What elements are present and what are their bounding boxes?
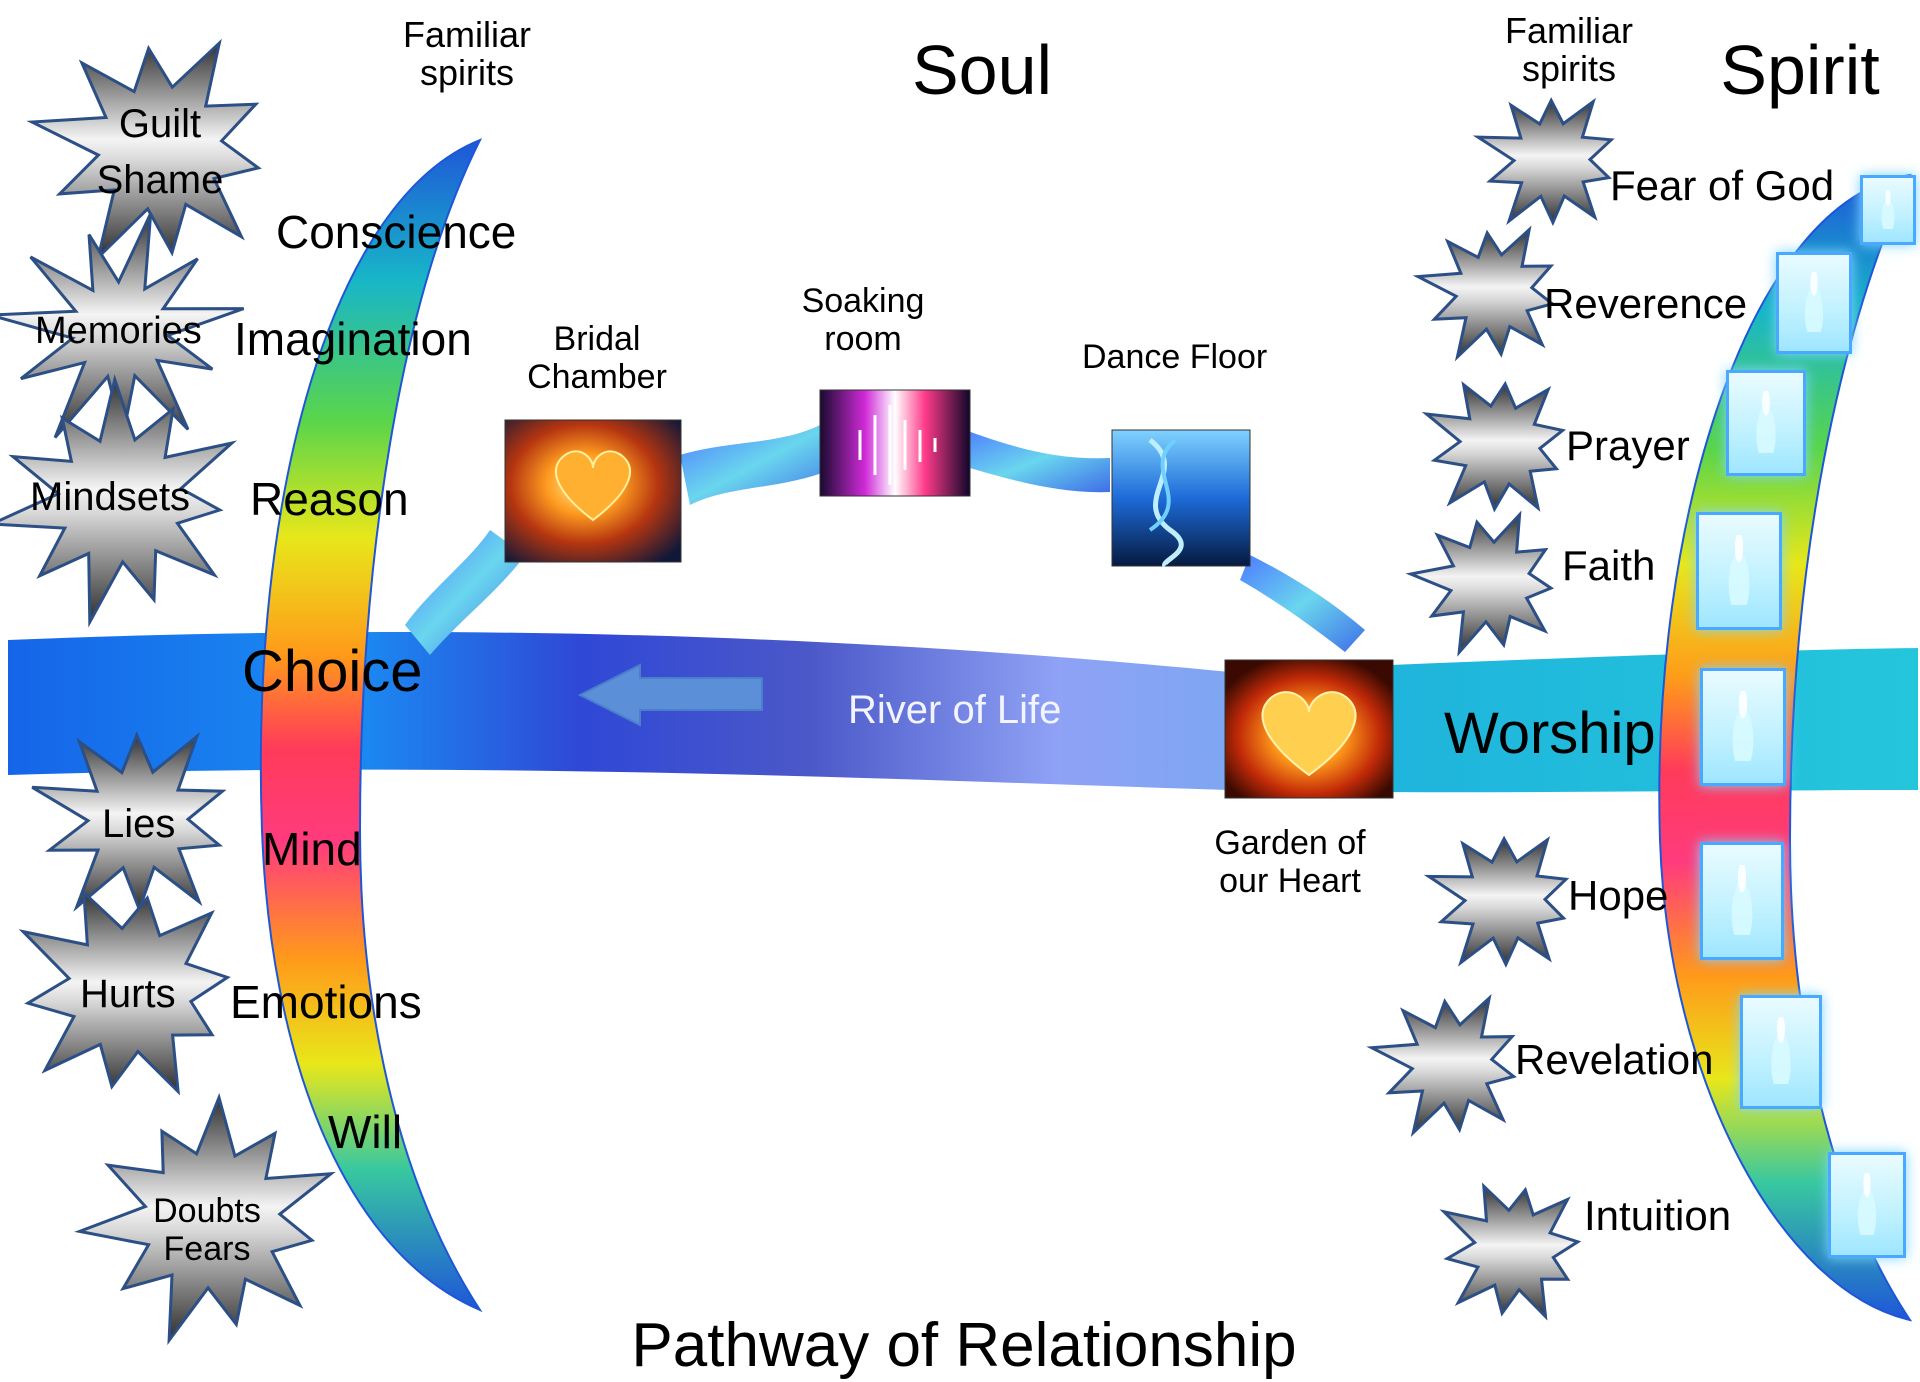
- star-label-lies: Lies: [102, 802, 176, 846]
- stars-layer: [0, 38, 1615, 1346]
- door-figure-icon: [1740, 995, 1822, 1109]
- soul-title: Soul: [911, 31, 1053, 109]
- ribbon-soaking-dance: [960, 430, 1110, 493]
- faculty-choice: Choice: [242, 639, 423, 704]
- familiar-spirits-right-label: Familiar spirits: [1504, 10, 1633, 89]
- ribbon-bridal-soaking: [680, 425, 830, 505]
- door-figure-icon: [1828, 1152, 1906, 1258]
- burst-star-icon: [0, 374, 238, 628]
- virtue-reverence: Reverence: [1544, 280, 1748, 327]
- spirit-title: Spirit: [1720, 31, 1880, 109]
- burst-star-icon: [1472, 97, 1615, 227]
- faculty-reason: Reason: [250, 473, 409, 525]
- room-bridal-chamber-label: Bridal Chamber: [527, 320, 667, 396]
- burst-star-icon: [1405, 510, 1555, 657]
- star-label-doubts-fears: Doubts Fears: [153, 1192, 261, 1268]
- worship-label: Worship: [1444, 701, 1656, 766]
- burst-star-icon: [1412, 225, 1556, 362]
- star-label-memories: Memories: [35, 310, 202, 352]
- star-label-hurts: Hurts: [80, 972, 176, 1016]
- burst-star-icon: [1421, 380, 1567, 513]
- virtue-faith: Faith: [1562, 542, 1656, 589]
- burst-star-icon: [74, 1092, 336, 1346]
- arrow-left-icon: [577, 663, 763, 727]
- door-figure-icon: [1696, 512, 1782, 630]
- room-soaking-label: Soaking room: [801, 282, 925, 358]
- faculty-emotions: Emotions: [230, 976, 422, 1028]
- virtue-intuition: Intuition: [1584, 1192, 1732, 1239]
- door-figure-icon: [1700, 668, 1786, 786]
- burst-star-icon: [18, 889, 231, 1096]
- burst-star-icon: [1366, 994, 1517, 1138]
- faculty-will: Will: [328, 1106, 403, 1158]
- star-label-mindsets: Mindsets: [30, 475, 191, 519]
- soaking-room-image: [819, 389, 971, 497]
- virtue-prayer: Prayer: [1566, 422, 1690, 469]
- bridal-chamber-image: [504, 419, 682, 563]
- door-figure-icon: [1776, 252, 1852, 354]
- ribbon-choice-bridal: [405, 530, 525, 655]
- door-figure-icon: [1700, 842, 1784, 960]
- garden-heart-image: [1224, 659, 1394, 799]
- burst-star-icon: [1439, 1182, 1582, 1321]
- soul-crescent: [259, 138, 483, 1313]
- virtue-fear-of-god: Fear of God: [1610, 162, 1835, 209]
- faculty-conscience: Conscience: [276, 206, 517, 258]
- familiar-spirits-left-label: Familiar spirits: [402, 14, 531, 93]
- burst-star-icon: [31, 731, 227, 914]
- room-dance-floor-label: Dance Floor: [1082, 338, 1268, 376]
- river-of-life-label: River of Life: [848, 688, 1062, 732]
- star-label-guilt-shame: Guilt Shame: [96, 102, 224, 202]
- river-of-life-band: [8, 631, 1918, 793]
- faculty-mind: Mind: [262, 823, 362, 875]
- door-figure-icon: [1726, 370, 1806, 476]
- room-garden-label: Garden of our Heart: [1214, 824, 1366, 900]
- dance-floor-image: [1111, 429, 1251, 568]
- footer-title: Pathway of Relationship: [631, 1311, 1297, 1380]
- ribbon-dance-garden: [1240, 555, 1365, 652]
- virtue-hope: Hope: [1568, 872, 1669, 919]
- burst-star-icon: [26, 38, 262, 263]
- faculty-imagination: Imagination: [234, 313, 472, 365]
- virtue-revelation: Revelation: [1515, 1036, 1714, 1083]
- burst-star-icon: [1423, 835, 1570, 968]
- door-figure-icon: [1860, 175, 1916, 245]
